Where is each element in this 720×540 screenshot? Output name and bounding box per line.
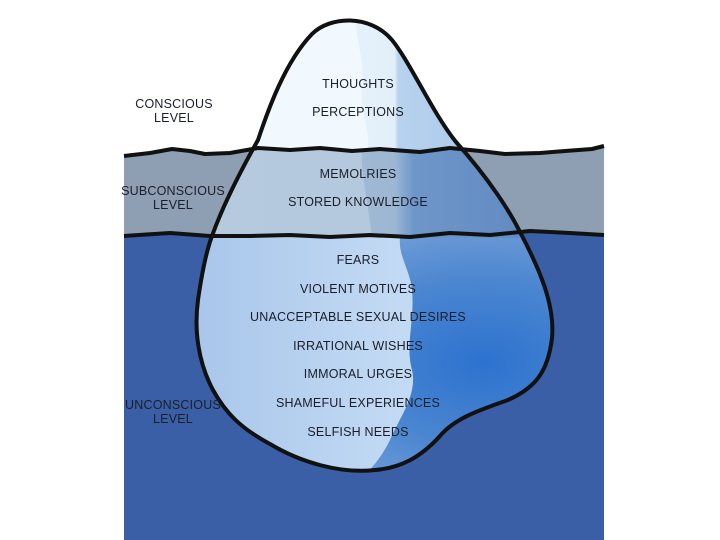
level-label-line: LEVEL: [153, 412, 193, 426]
level-label-line: SUBCONSCIOUS: [121, 184, 225, 198]
unconscious-level-label: UNCONSCIOUS LEVEL: [118, 398, 228, 426]
surface-waterline: [123, 144, 605, 158]
iceberg-item: SHAMEFUL EXPERIENCES: [276, 396, 440, 410]
level-label-line: LEVEL: [153, 198, 193, 212]
iceberg-item: IRRATIONAL WISHES: [293, 339, 423, 353]
iceberg-item: IMMORAL URGES: [303, 367, 413, 381]
iceberg-item: FEARS: [336, 253, 380, 267]
iceberg-item: STORED KNOWLEDGE: [288, 195, 428, 209]
level-label-line: UNCONSCIOUS: [125, 398, 221, 412]
subconscious-level-label: SUBCONSCIOUS LEVEL: [118, 184, 228, 212]
level-label-line: CONSCIOUS: [135, 97, 213, 111]
iceberg-item: PERCEPTIONS: [312, 105, 404, 119]
iceberg-item: MEMOLRIES: [319, 167, 397, 181]
conscious-level-label: CONSCIOUS LEVEL: [119, 97, 229, 125]
iceberg-item: THOUGHTS: [322, 77, 394, 91]
iceberg-item: UNACCEPTABLE SEXUAL DESIRES: [250, 310, 466, 324]
level-label-line: LEVEL: [154, 111, 194, 125]
subconscious-waterline: [123, 229, 605, 239]
iceberg-item: VIOLENT MOTIVES: [300, 282, 416, 296]
iceberg-item: SELFISH NEEDS: [307, 425, 409, 439]
iceberg-outline: [194, 18, 555, 473]
